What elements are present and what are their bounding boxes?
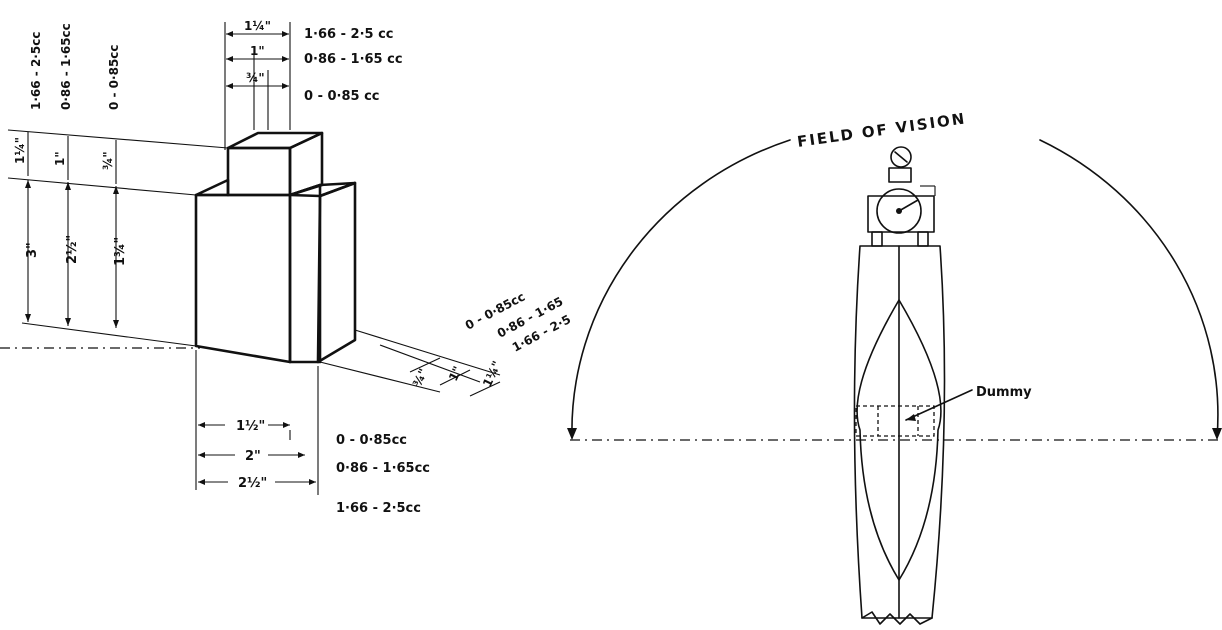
top-dim-arrows <box>226 31 289 89</box>
vision-arc-right <box>1039 139 1219 439</box>
bottom-extension-lines <box>195 350 319 495</box>
right-depth-2: 1" <box>446 364 465 383</box>
top-dim-labels: 1¼" 1" ¾" 1·66 - 2·5 cc 0·86 - 1·65 cc 0… <box>244 19 403 104</box>
dummy-box <box>855 405 935 437</box>
top-range-label-1: 1·66 - 2·5 cc <box>304 27 394 42</box>
dummy-label: Dummy <box>976 385 1032 400</box>
left-vertical-range-labels: 1·66 - 2·5cc 0·86 - 1·65cc 0 - 0·85cc <box>29 23 121 110</box>
left-dim-labels: 1¼" 1" ¾" 3" 2½" 1¾" <box>13 137 128 266</box>
hull-break-mark <box>861 611 933 625</box>
left-height-3: 1¾" <box>113 237 128 266</box>
bottom-dim-labels: 1½" 2" 2½" 0 - 0·85cc 0·86 - 1·65cc 1·66… <box>236 419 430 516</box>
left-top-dim-1: 1¼" <box>13 137 27 164</box>
bottom-width-2: 2" <box>245 449 261 464</box>
field-of-vision-diagram: FIELD OF VISION Dummy <box>567 109 1222 625</box>
vision-arc-left <box>571 139 791 439</box>
top-width-label-1: 1¼" <box>244 19 271 33</box>
bottom-dim-arrows <box>198 422 316 485</box>
arc-arrow-left <box>567 428 577 440</box>
device-dial-icon <box>876 188 922 234</box>
top-width-label-2: 1" <box>250 44 265 58</box>
top-range-label-3: 0 - 0·85 cc <box>304 89 380 104</box>
bottom-width-3: 2½" <box>238 476 267 491</box>
left-range-label-3: 0 - 0·85cc <box>107 44 121 110</box>
right-dim-labels: ¾" 1" 1¼" 0 - 0·85cc 0·86 - 1·65 1·66 - … <box>410 290 573 390</box>
tower-front-face <box>226 146 292 197</box>
left-height-1: 3" <box>25 242 40 258</box>
left-top-dim-3: ¾" <box>101 151 115 170</box>
isometric-block <box>194 131 357 364</box>
left-top-dim-2: 1" <box>53 151 67 166</box>
right-depth-1: ¾" <box>410 366 431 389</box>
bottom-range-2: 0·86 - 1·65cc <box>336 461 430 476</box>
right-extension-lines <box>319 329 501 393</box>
top-range-label-2: 0·86 - 1·65 cc <box>304 52 403 67</box>
left-range-label-2: 0·86 - 1·65cc <box>59 23 73 110</box>
bottom-range-3: 1·66 - 2·5cc <box>336 501 421 516</box>
top-width-label-3: ¾" <box>246 71 265 85</box>
top-extension-lines <box>224 22 291 150</box>
block-front-face <box>194 193 292 364</box>
tower-side-face <box>288 131 324 197</box>
block-side-face <box>288 183 322 364</box>
left-extension-lines <box>7 129 229 347</box>
block-right-face <box>316 181 357 364</box>
bottom-range-1: 0 - 0·85cc <box>336 433 407 448</box>
left-dim-arrows <box>25 132 119 328</box>
left-range-label-1: 1·66 - 2·5cc <box>29 32 43 110</box>
device-housing <box>867 195 935 233</box>
field-of-vision-label: FIELD OF VISION <box>796 109 967 151</box>
block-left-shoulder <box>194 178 230 197</box>
viewing-device <box>867 146 936 247</box>
device-neck <box>888 167 912 183</box>
right-depth-3: 1¼" <box>480 359 504 389</box>
bottom-width-1: 1½" <box>236 419 265 434</box>
dummy-pointer-arrow <box>906 414 916 421</box>
right-dim-arrows <box>409 357 501 397</box>
dummy-pointer <box>905 389 973 421</box>
arc-arrow-right <box>1212 428 1222 440</box>
device-top-knob <box>890 146 912 168</box>
left-height-2: 2½" <box>65 235 80 264</box>
